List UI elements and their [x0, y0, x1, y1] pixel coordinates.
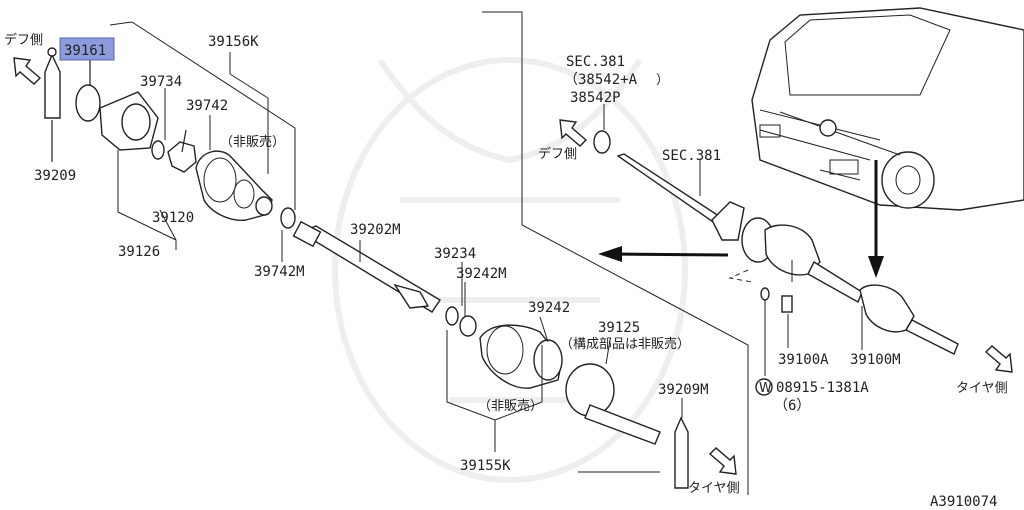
- right-shaft-group: [593, 104, 959, 376]
- drive-shaft-group: [292, 220, 477, 337]
- label-39202M[interactable]: 39202M: [350, 222, 401, 238]
- label-not-sold-2: （非販売）: [478, 398, 543, 414]
- label-39161[interactable]: 39161: [64, 43, 106, 59]
- highlight-box-39161: [59, 37, 115, 61]
- watermark-emblem: [332, 57, 688, 483]
- label-not-sold-1: （非販売）: [220, 134, 285, 150]
- label-39126[interactable]: 39126: [118, 244, 160, 260]
- label-dif-side-mid: デフ側: [538, 146, 577, 162]
- label-39100M[interactable]: 39100M: [850, 352, 901, 368]
- truck-illustration: [751, 7, 1024, 211]
- figure-id: A3910074: [930, 494, 997, 510]
- label-39742[interactable]: 39742: [186, 98, 228, 114]
- label-39209[interactable]: 39209: [34, 168, 76, 184]
- inner-joint-group: [44, 21, 296, 262]
- label-39234[interactable]: 39234: [434, 246, 476, 262]
- label-dif-side-top: デフ側: [4, 32, 43, 48]
- label-39242[interactable]: 39242: [528, 300, 570, 316]
- label-08915-1381A[interactable]: 08915-1381A: [776, 380, 869, 396]
- arrow-tire-side-right-icon: [984, 345, 1013, 373]
- arrow-tire-side-bottom-icon: [708, 447, 737, 475]
- label-39125[interactable]: 39125: [598, 320, 640, 336]
- part-labels: デフ側 39161 39156K 39734 39742 （非販売） 39209…: [4, 32, 1008, 510]
- arrow-left-line: [611, 252, 729, 257]
- label-38542A[interactable]: （38542+A: [564, 72, 638, 88]
- label-tire-side-bottom: タイヤ側: [688, 481, 740, 496]
- label-components-not-sold: （構成部品は非販売）: [560, 336, 690, 352]
- arrow-left-head-icon: [598, 246, 622, 262]
- label-washer-symbol: W: [759, 381, 772, 396]
- label-39155K[interactable]: 39155K: [460, 458, 511, 474]
- label-38542P[interactable]: 38542P: [570, 90, 621, 106]
- arrow-down-head-icon: [868, 256, 884, 278]
- label-39734[interactable]: 39734: [140, 74, 182, 90]
- label-qty-6: （6）: [774, 398, 810, 414]
- label-sec381-top[interactable]: SEC.381: [566, 54, 625, 70]
- outer-joint-group: [446, 11, 749, 495]
- arrow-dif-side-top-icon: [13, 57, 42, 85]
- label-39242M[interactable]: 39242M: [456, 266, 507, 282]
- label-39120[interactable]: 39120: [152, 210, 194, 226]
- label-tire-side-right: タイヤ側: [956, 381, 1008, 396]
- arrow-dif-side-mid-icon: [559, 119, 588, 147]
- label-39100A[interactable]: 39100A: [778, 352, 829, 368]
- label-39209M[interactable]: 39209M: [658, 382, 709, 398]
- washer-symbol-circle: [755, 378, 773, 396]
- label-39742M[interactable]: 39742M: [254, 264, 305, 280]
- direction-arrows: [13, 57, 1013, 475]
- label-sec381-shaft[interactable]: SEC.381: [662, 148, 721, 164]
- label-paren-close: ）: [656, 73, 669, 88]
- label-39156K[interactable]: 39156K: [208, 34, 259, 50]
